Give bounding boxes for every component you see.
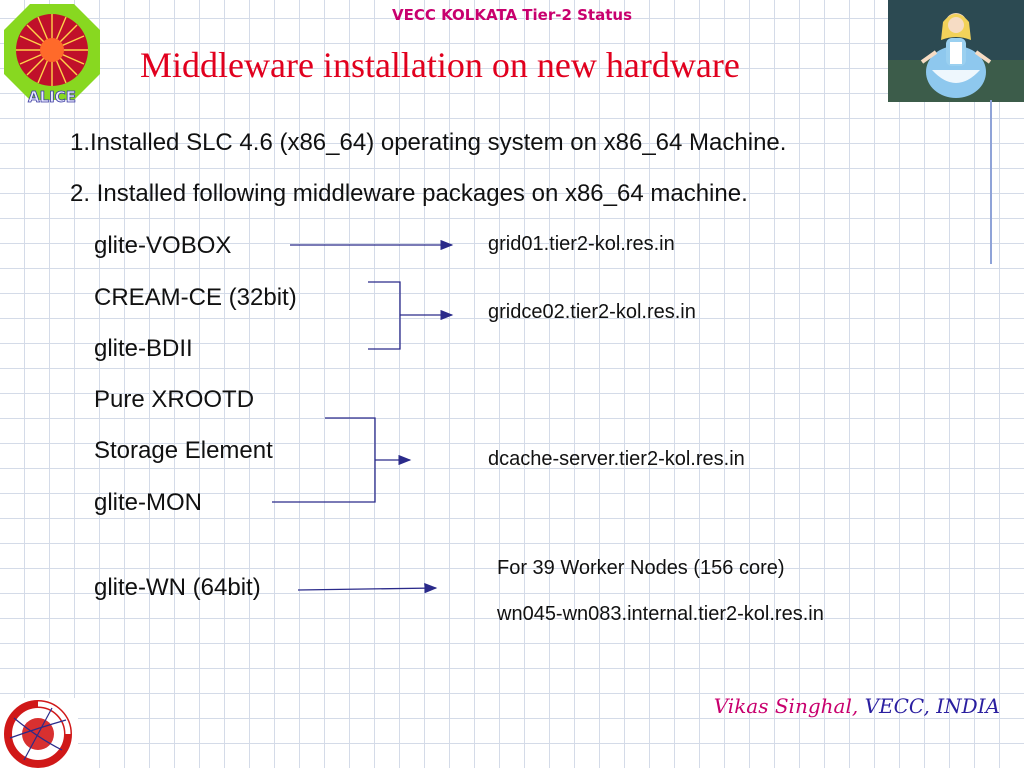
arrow-wn xyxy=(298,588,436,590)
bracket-ce-bdii xyxy=(368,282,400,349)
footer-author: Vikas Singhal, VECC, INDIA xyxy=(714,694,1000,718)
author-name: Vikas Singhal xyxy=(714,694,852,718)
author-separator: , xyxy=(852,694,865,718)
author-organization: VECC, INDIA xyxy=(865,694,1000,718)
bracket-storage xyxy=(272,418,375,502)
vecc-logo xyxy=(0,698,78,768)
